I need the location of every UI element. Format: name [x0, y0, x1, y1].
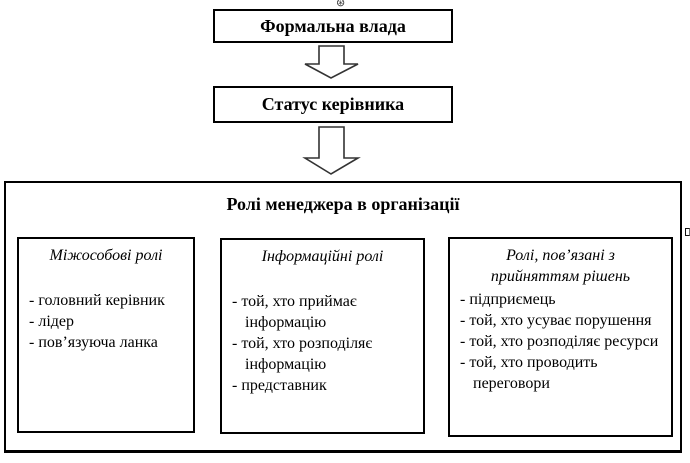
- informational-roles-list: - той, хто приймає інформацію - той, хто…: [222, 291, 423, 396]
- informational-roles-box: Інформаційні ролі - той, хто приймає інф…: [220, 238, 425, 434]
- decision-roles-list: - підприємець - той, хто усуває порушенн…: [450, 289, 671, 394]
- interpersonal-roles-box: Міжособові ролі - головний керівник - лі…: [17, 237, 195, 433]
- formal-power-label: Формальна влада: [260, 15, 406, 36]
- decision-roles-title: Ролі, пов’язані з прийняттям рішень: [490, 247, 631, 285]
- down-arrow-2-icon: [302, 126, 361, 175]
- status-label: Статус керівника: [261, 94, 405, 114]
- status-box: Статус керівника: [213, 86, 453, 123]
- list-item: - той, хто проводить переговори: [460, 354, 598, 392]
- list-item: - той, хто розподіляє ресурси: [460, 333, 659, 350]
- roles-panel-title: Ролі менеджера в організації: [226, 194, 460, 214]
- down-arrow-1-icon: [304, 45, 359, 79]
- object-anchor-icon: ⊛: [336, 0, 346, 9]
- formal-power-box: Формальна влада: [213, 9, 453, 43]
- list-item: - лідер: [29, 313, 74, 330]
- decision-roles-box: Ролі, пов’язані з прийняттям рішень - пі…: [448, 237, 673, 437]
- list-item: - головний керівник: [29, 292, 165, 309]
- roles-panel: Ролі менеджера в організації Міжособові …: [4, 181, 682, 453]
- list-item: - представник: [232, 377, 327, 394]
- list-item: - підприємець: [460, 291, 556, 308]
- interpersonal-roles-title: Міжособові ролі: [49, 247, 163, 264]
- list-item: - той, хто розподіляє інформацію: [232, 335, 373, 373]
- list-item: - пов’язуюча ланка: [29, 334, 158, 351]
- interpersonal-roles-list: - головний керівник - лідер - пов’язуюча…: [19, 290, 193, 353]
- edge-artifact: [685, 228, 690, 236]
- list-item: - той, хто усуває порушення: [460, 312, 652, 329]
- list-item: - той, хто приймає інформацію: [232, 293, 357, 331]
- informational-roles-title: Інформаційні ролі: [261, 248, 384, 265]
